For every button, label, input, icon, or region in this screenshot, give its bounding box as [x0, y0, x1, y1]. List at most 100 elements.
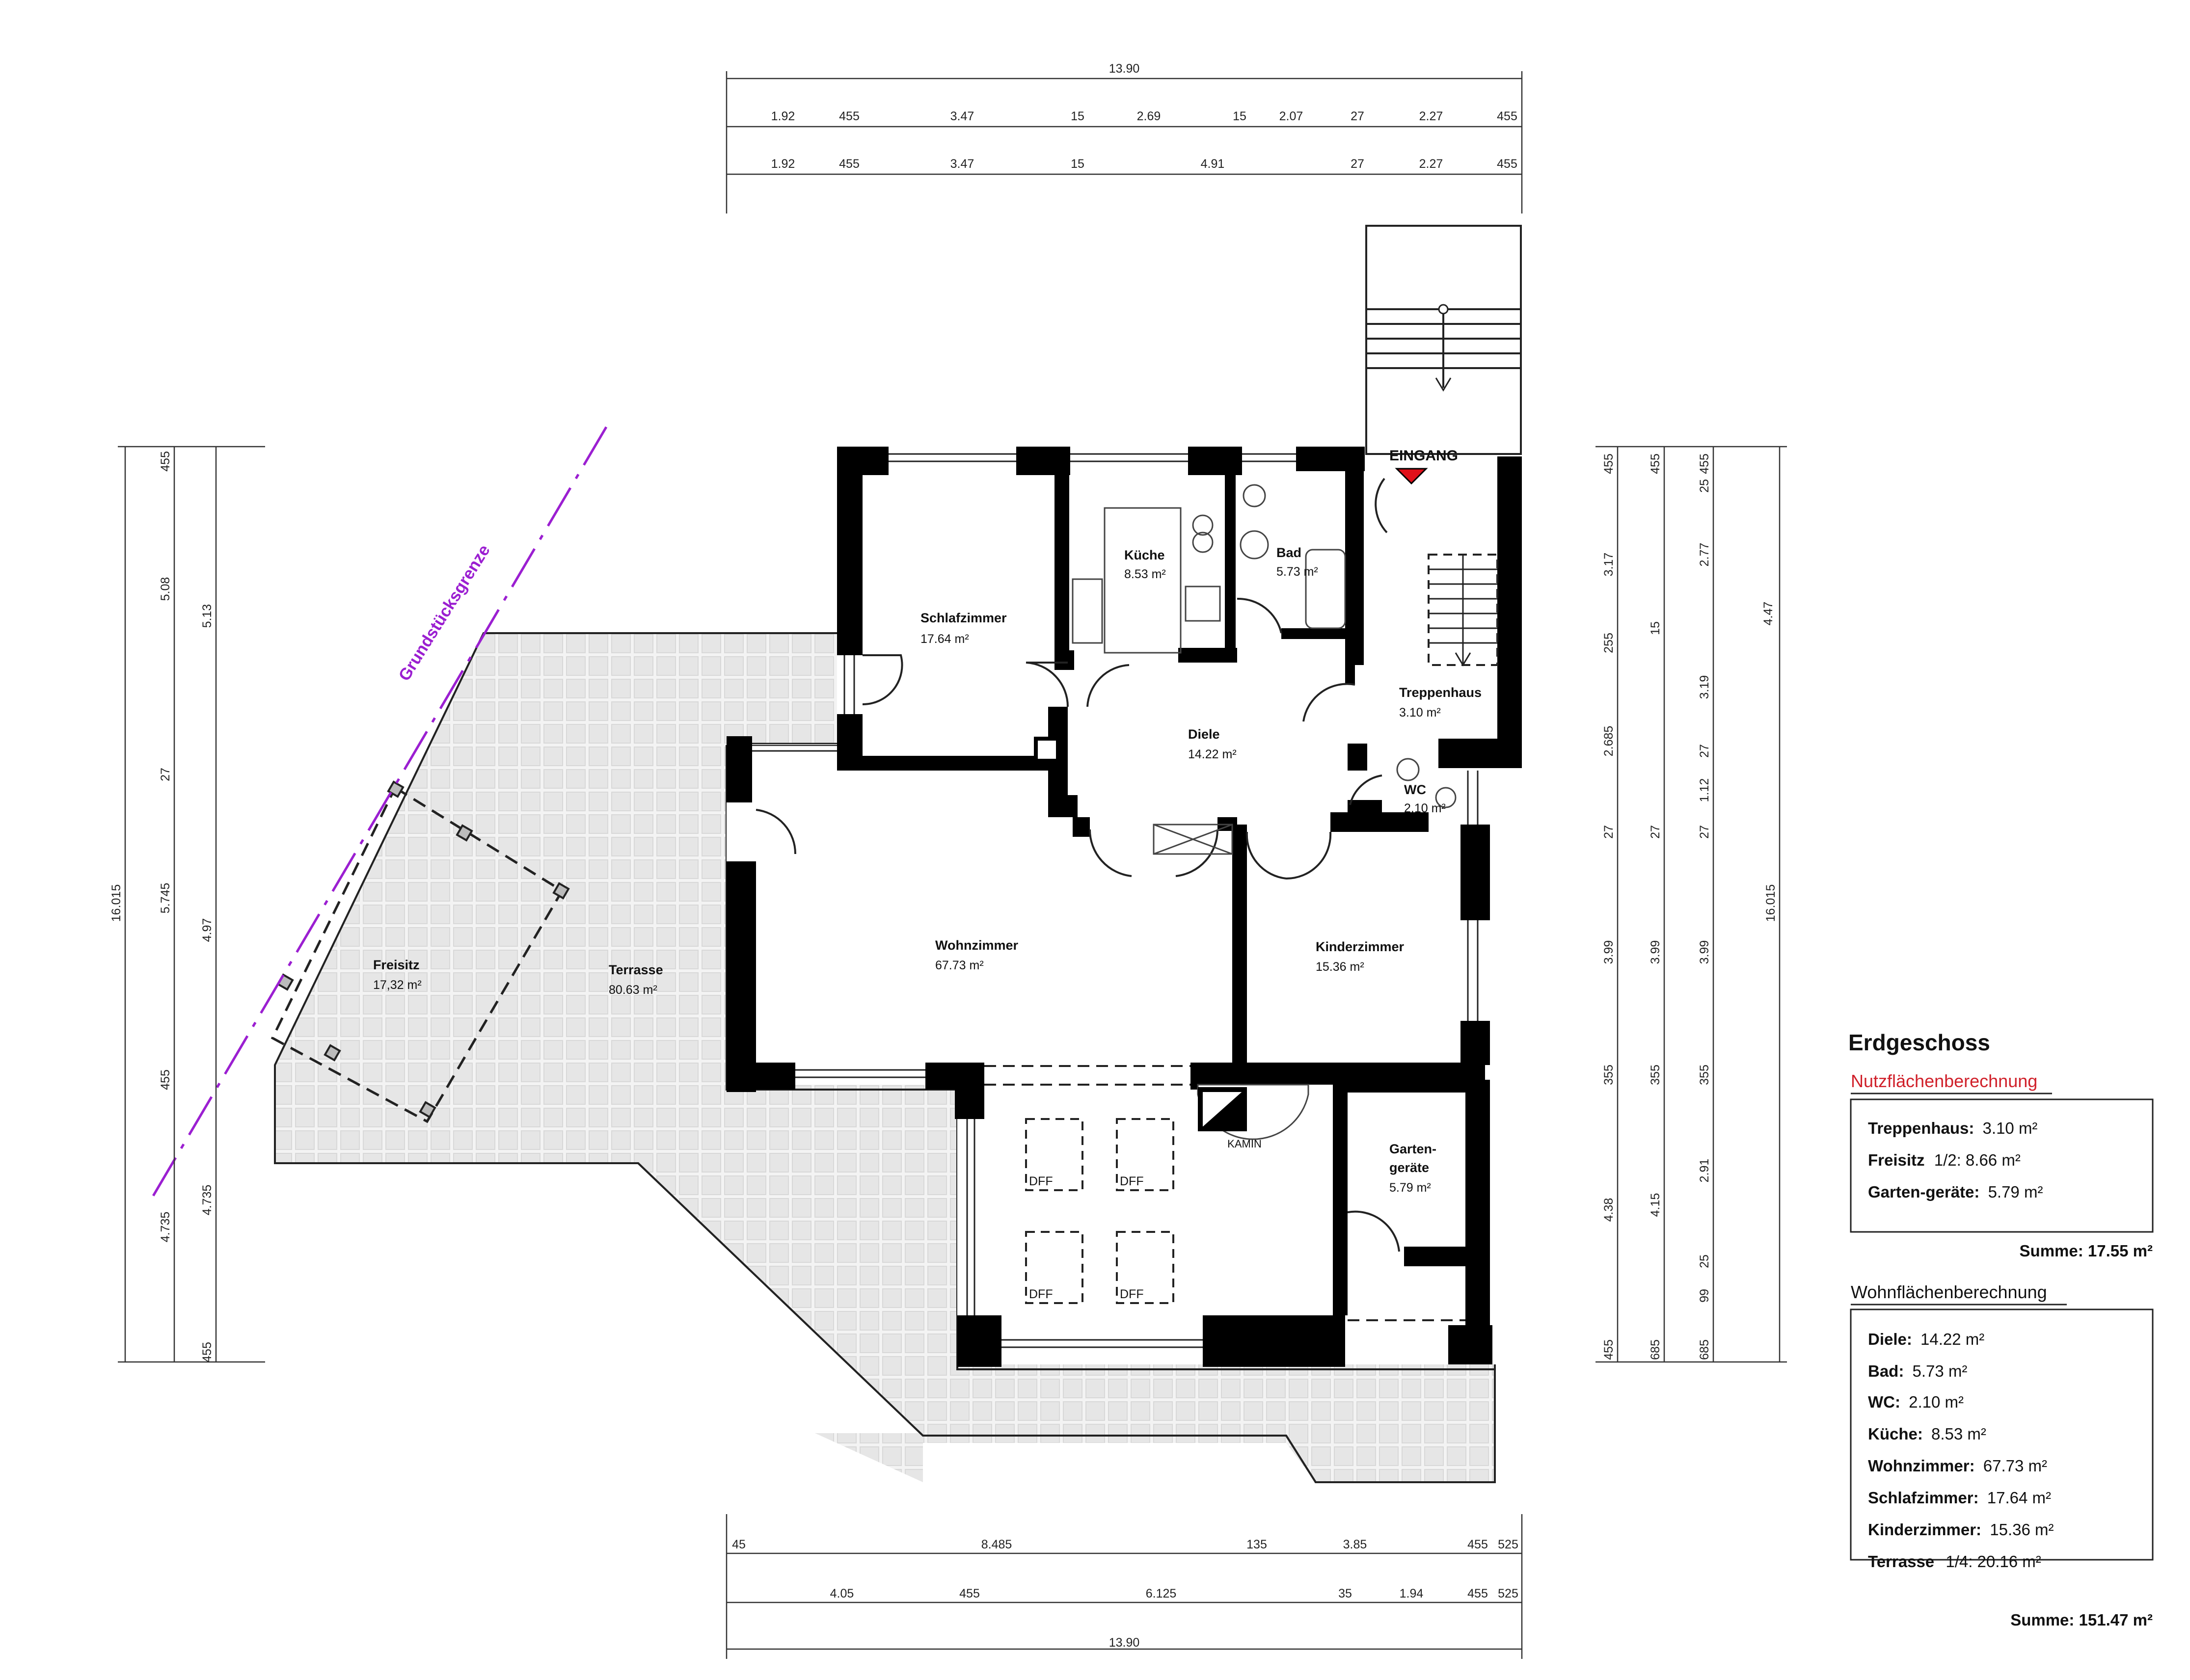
dim-right-1: 27 [1602, 825, 1616, 839]
nutz-row-value: 1/2: 8.66 m² [1934, 1151, 2021, 1169]
dim-right-1: 455 [1602, 1339, 1616, 1360]
dim-left-1: 455 [200, 1342, 214, 1362]
dim-right-3: 2.91 [1698, 1159, 1711, 1183]
dimension-texts-top: 13.90 1.92 455 3.47 15 2.69 15 2.07 27 2… [771, 62, 1517, 171]
room-area-kinderzimmer: 15.36 m² [1316, 960, 1364, 974]
wohn-row-label: Diele: [1868, 1330, 1912, 1348]
entrance-marker-icon [1395, 468, 1428, 485]
skylight-label: DFF [1029, 1174, 1053, 1188]
dim-bottom-1: 525 [1498, 1538, 1518, 1551]
wohn-row-value: 17.64 m² [1987, 1489, 2051, 1507]
dim-bottom-2: 35 [1338, 1587, 1352, 1600]
dim-left-total: 16.015 [109, 884, 123, 922]
dim-top-2: 27 [1351, 157, 1364, 171]
room-area-gartengeraete: 5.79 m² [1389, 1181, 1431, 1195]
wohn-row: Wohnzimmer: 67.73 m² [1868, 1457, 2047, 1475]
dim-top-1: 2.69 [1137, 109, 1161, 123]
dim-right-1: 4.38 [1602, 1198, 1616, 1222]
dim-top-1: 2.07 [1279, 109, 1303, 123]
dim-top-1: 455 [839, 109, 860, 123]
wohn-row: Küche: 8.53 m² [1868, 1425, 1986, 1443]
nutz-box [1850, 1098, 2154, 1233]
dim-left-1: 5.745 [159, 883, 172, 914]
dim-right-2: 27 [1649, 825, 1662, 839]
room-area-terrasse: 80.63 m² [609, 983, 657, 997]
nutz-heading: Nutzflächenberechnung [1851, 1071, 2037, 1091]
wohn-row: Terrasse 1/4: 20.16 m² [1868, 1552, 2041, 1571]
nutz-row: Freisitz 1/2: 8.66 m² [1868, 1151, 2021, 1169]
dim-left-2: 4.735 [200, 1185, 214, 1216]
nutz-row-label: Treppenhaus: [1868, 1119, 1974, 1137]
skylight-label: DFF [1029, 1287, 1053, 1301]
dim-right-3: 3.99 [1698, 940, 1711, 964]
wohn-row-label: Schlafzimmer: [1868, 1489, 1979, 1507]
skylights [1025, 1118, 1174, 1304]
dim-right-3: 4.47 [1761, 602, 1775, 626]
kamin-label: KAMIN [1227, 1138, 1262, 1150]
dim-bottom-1: 135 [1246, 1538, 1267, 1551]
stair-start-mark [1438, 304, 1449, 315]
dim-bottom-total: 13.90 [1109, 1636, 1140, 1650]
dim-top-1: 15 [1071, 109, 1084, 123]
dim-bottom-1: 3.85 [1343, 1538, 1367, 1551]
dimension-texts-bottom: 45 8.485 135 3.85 455 525 4.05 455 6.125… [732, 1538, 1518, 1650]
dim-top-2: 1.92 [771, 157, 795, 171]
dim-right-3: 685 [1698, 1339, 1711, 1360]
nutz-row-label: Garten-geräte: [1868, 1183, 1979, 1201]
dim-left-1: 455 [159, 451, 172, 472]
inner-stair-arrow [1455, 652, 1471, 667]
dim-top-2: 455 [839, 157, 860, 171]
wohn-row-value: 67.73 m² [1983, 1457, 2047, 1475]
dim-top-2: 455 [1497, 157, 1517, 171]
wohn-row-label: Terrasse [1868, 1552, 1934, 1571]
chimney [1034, 737, 1060, 763]
dim-top-1: 1.92 [771, 109, 795, 123]
dimension-lines [118, 71, 1787, 1659]
dim-bottom-1: 8.485 [981, 1538, 1012, 1551]
dim-top-1: 15 [1233, 109, 1246, 123]
wohn-box [1850, 1308, 2154, 1561]
room-area-treppenhaus: 3.10 m² [1399, 706, 1441, 720]
room-name-schlafzimmer: Schlafzimmer [920, 611, 1007, 625]
passage-cross-2 [1153, 824, 1233, 855]
building-footprint [727, 447, 1519, 1364]
nutz-row-value: 3.10 m² [1983, 1119, 2038, 1137]
wohn-row-value: 1/4: 20.16 m² [1946, 1552, 2041, 1571]
wohn-row: Bad: 5.73 m² [1868, 1362, 1967, 1380]
wohn-row-value: 14.22 m² [1920, 1330, 1984, 1348]
room-area-wohnzimmer: 67.73 m² [935, 959, 984, 972]
wohn-sum: Summe: 151.47 m² [2010, 1611, 2153, 1629]
dim-right-3: 355 [1698, 1065, 1711, 1085]
wohn-row: Kinderzimmer: 15.36 m² [1868, 1520, 2054, 1539]
dim-right-1: 3.99 [1602, 940, 1616, 964]
room-name-wohnzimmer: Wohnzimmer [935, 938, 1019, 953]
dim-top-2: 4.91 [1201, 157, 1225, 171]
dim-bottom-2: 525 [1498, 1587, 1518, 1600]
dim-bottom-2: 455 [959, 1587, 980, 1600]
nutz-row-label: Freisitz [1868, 1151, 1925, 1169]
dim-right-2: 355 [1649, 1065, 1662, 1085]
door-swings [756, 478, 1400, 1252]
dim-right-1: 355 [1602, 1065, 1616, 1085]
dim-right-3: 27 [1698, 825, 1711, 839]
nutz-row: Garten-geräte: 5.79 m² [1868, 1183, 2043, 1201]
dim-right-2: 455 [1649, 453, 1662, 474]
room-name-kinderzimmer: Kinderzimmer [1316, 939, 1405, 954]
room-name-gartengeraete: Garten- [1389, 1142, 1436, 1156]
dim-right-1: 2.685 [1602, 726, 1616, 757]
nutz-row: Treppenhaus: 3.10 m² [1868, 1119, 2037, 1137]
skylight-label: DFF [1120, 1287, 1144, 1301]
dim-top-2: 3.47 [950, 157, 974, 171]
dim-right-total: 16.015 [1764, 884, 1778, 922]
freisitz-posts [276, 780, 570, 1119]
dim-right-2: 685 [1649, 1339, 1662, 1360]
wohn-row-label: Küche: [1868, 1425, 1923, 1443]
dim-bottom-2: 1.94 [1400, 1587, 1424, 1600]
wohn-row-label: Wohnzimmer: [1868, 1457, 1975, 1475]
room-name-bad: Bad [1276, 545, 1301, 560]
area-table: Erdgeschoss Nutzflächenberechnung Treppe… [1848, 1030, 2154, 1629]
dim-left-2: 4.97 [200, 918, 214, 942]
dim-right-3: 99 [1698, 1289, 1711, 1303]
wohn-row-value: 5.73 m² [1913, 1362, 1968, 1380]
